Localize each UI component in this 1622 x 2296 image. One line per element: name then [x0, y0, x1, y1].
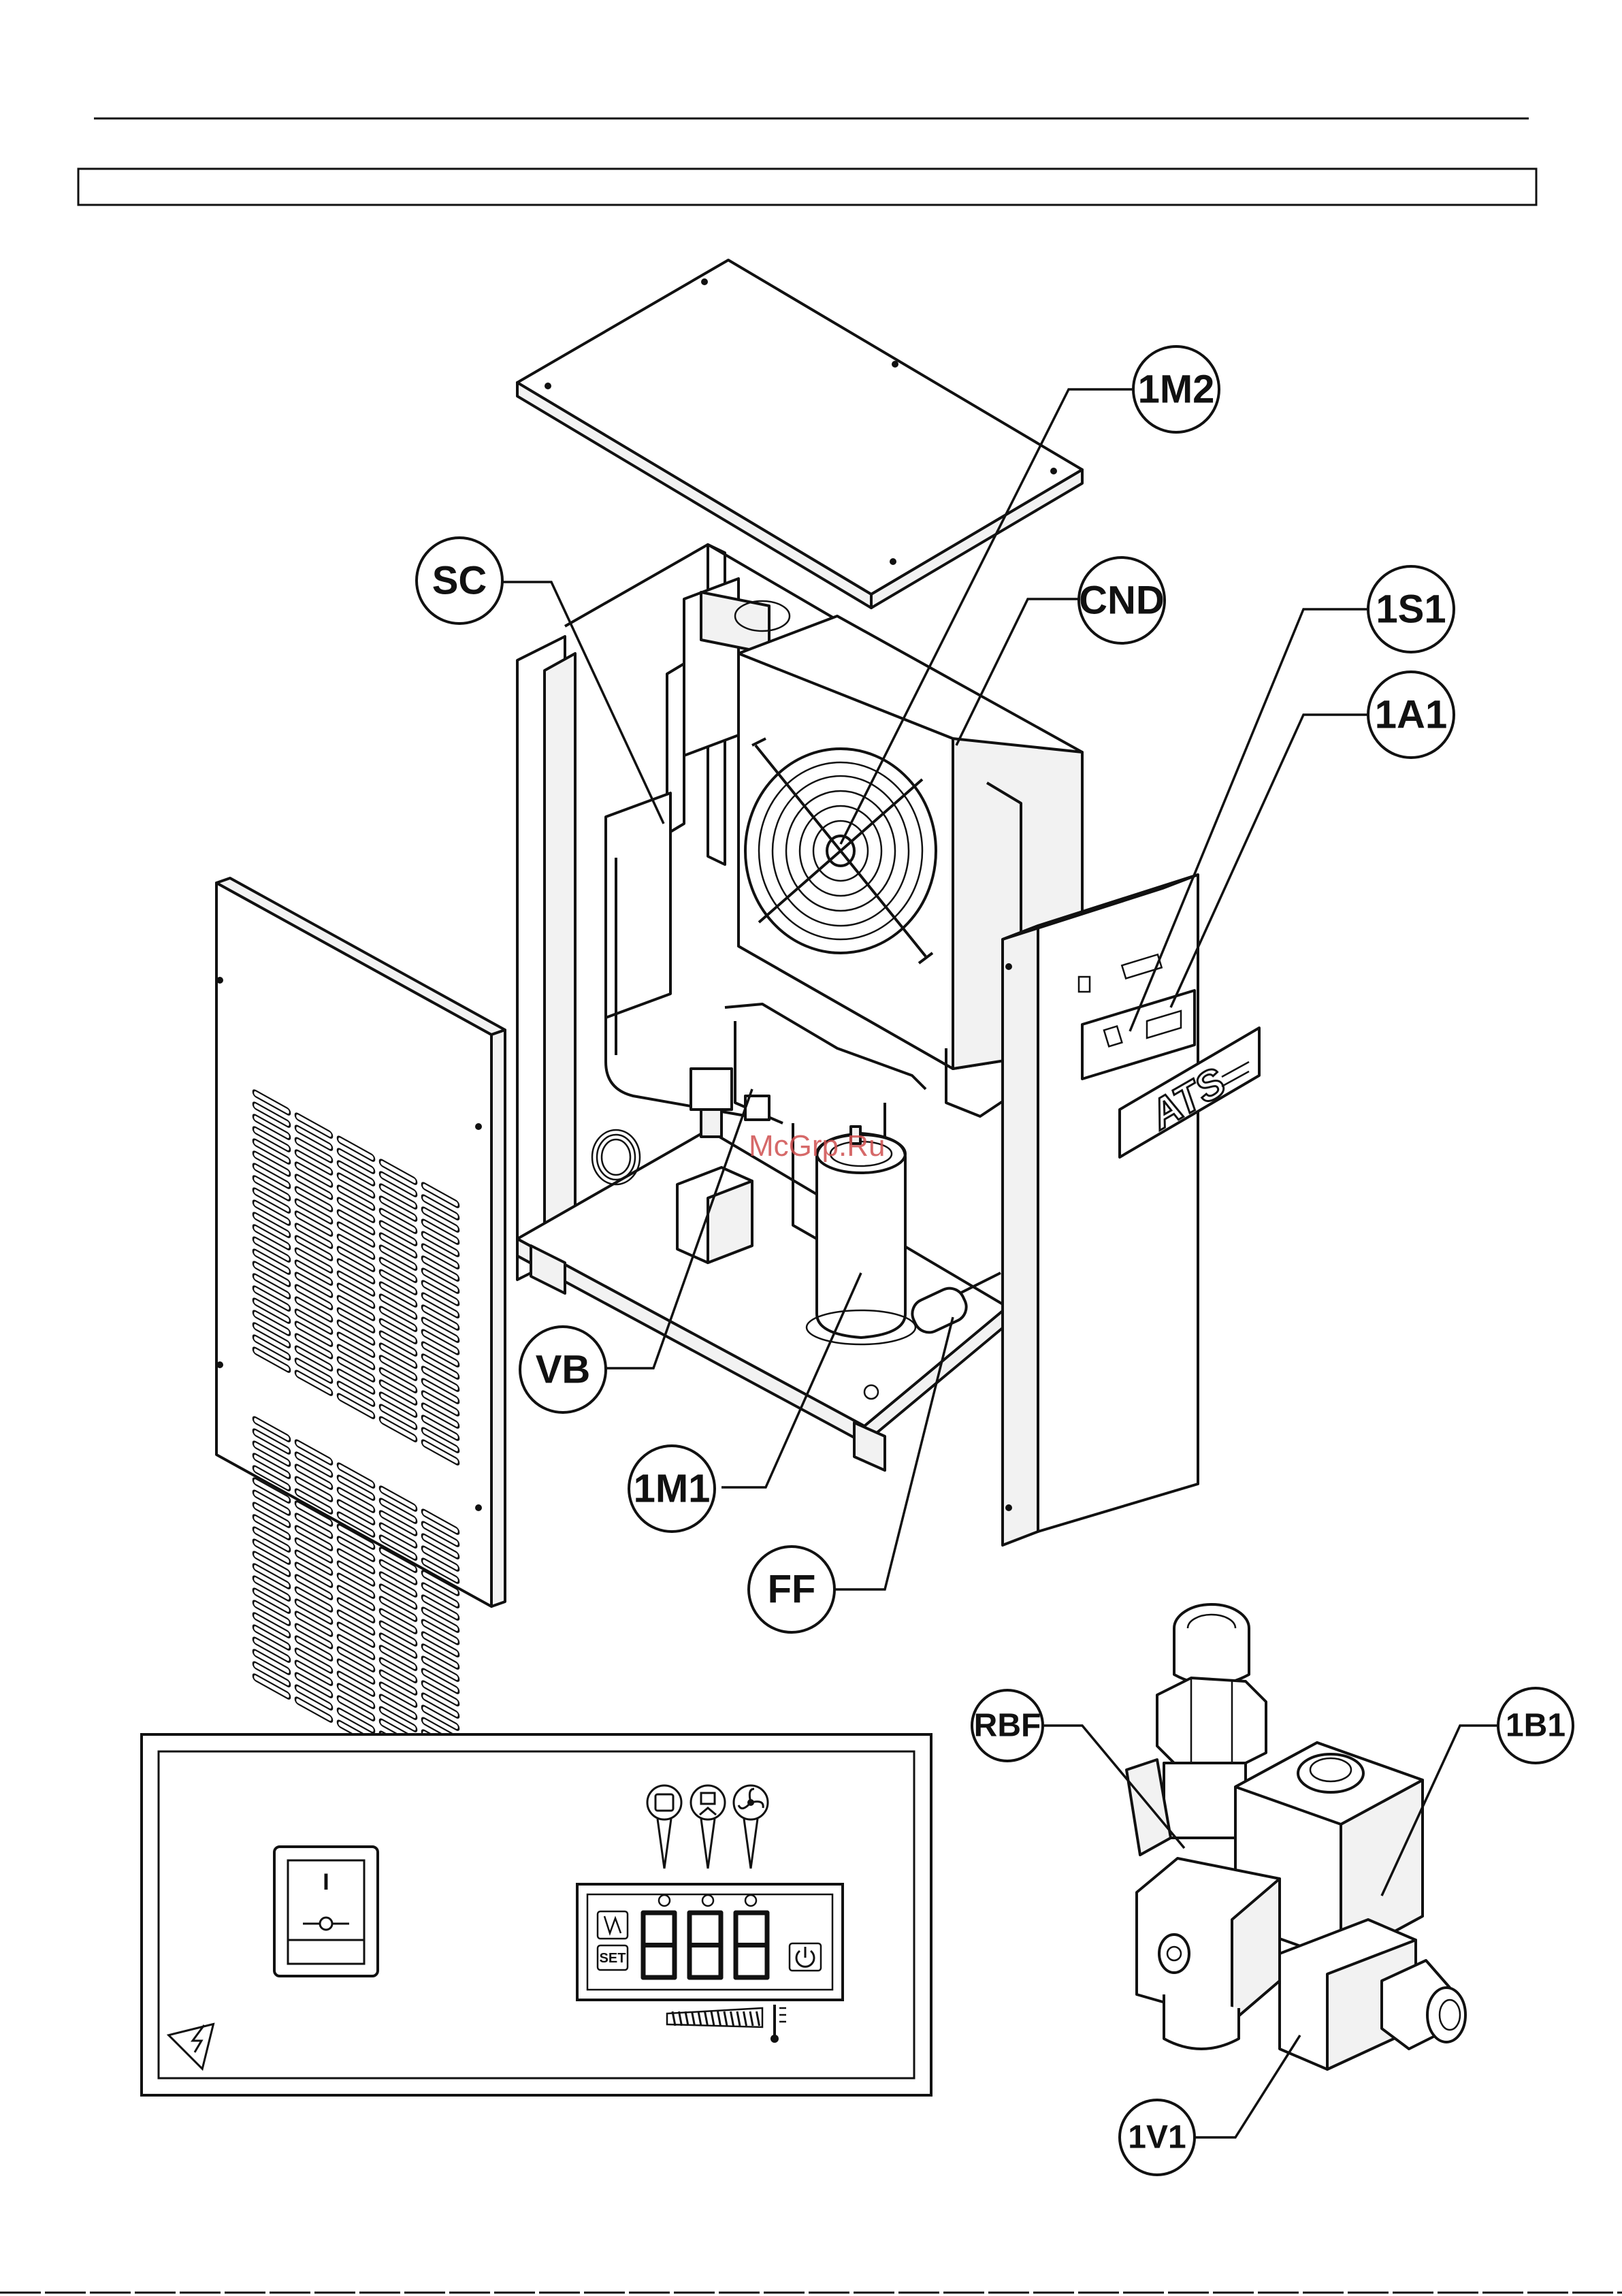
watermark: McGrp.Ru — [749, 1129, 885, 1163]
indicator-led-drain — [659, 1895, 670, 1906]
electrical-box — [677, 1167, 752, 1263]
callout-sc: SC — [417, 538, 502, 624]
control-panel-detail: I — [142, 1734, 931, 2095]
controller-display: SET 888 — [577, 1884, 843, 2000]
svg-text:SC: SC — [432, 559, 487, 603]
switch-on-label: I — [323, 1869, 329, 1895]
side-control-panel: ATS — [1003, 875, 1259, 1545]
indicator-led-fan — [745, 1895, 756, 1906]
callout-vb: VB — [520, 1327, 606, 1412]
svg-text:1S1: 1S1 — [1376, 587, 1446, 632]
svg-text:RBF: RBF — [974, 1708, 1041, 1744]
callout-rbf: RBF — [972, 1690, 1043, 1761]
callout-ff: FF — [749, 1547, 834, 1632]
svg-text:CND: CND — [1079, 579, 1165, 623]
callout-1v1: 1V1 — [1120, 2100, 1195, 2175]
solenoid-drain-valve — [1126, 1604, 1465, 2069]
callout-1a1: 1A1 — [1368, 672, 1454, 758]
set-button-label: SET — [600, 1951, 626, 1966]
svg-text:1V1: 1V1 — [1128, 2120, 1186, 2156]
indicator-led-compressor — [702, 1895, 713, 1906]
callout-1m1: 1M1 — [629, 1446, 715, 1532]
svg-text:1B1: 1B1 — [1506, 1708, 1566, 1744]
svg-text:1M2: 1M2 — [1138, 368, 1215, 412]
svg-text:FF: FF — [768, 1568, 816, 1612]
set-button[interactable]: SET — [598, 1945, 628, 1970]
manual-drain-button[interactable] — [598, 1911, 628, 1939]
callout-cnd: CND — [1079, 557, 1165, 643]
capillary-coil — [592, 1130, 640, 1184]
callout-1b1: 1B1 — [1498, 1688, 1573, 1763]
svg-text:VB: VB — [536, 1348, 591, 1392]
top-cover-panel — [517, 260, 1082, 608]
callout-1m2: 1M2 — [1133, 346, 1219, 432]
callout-1s1: 1S1 — [1368, 566, 1454, 652]
main-power-switch[interactable]: I — [274, 1847, 378, 1976]
bypass-valve — [691, 1069, 769, 1137]
svg-text:1A1: 1A1 — [1375, 693, 1447, 737]
title-frame — [78, 169, 1536, 205]
switch-off-circle — [320, 1918, 332, 1930]
svg-text:1M1: 1M1 — [634, 1467, 711, 1511]
front-grille-panel — [216, 878, 505, 1792]
power-button[interactable] — [790, 1943, 821, 1971]
